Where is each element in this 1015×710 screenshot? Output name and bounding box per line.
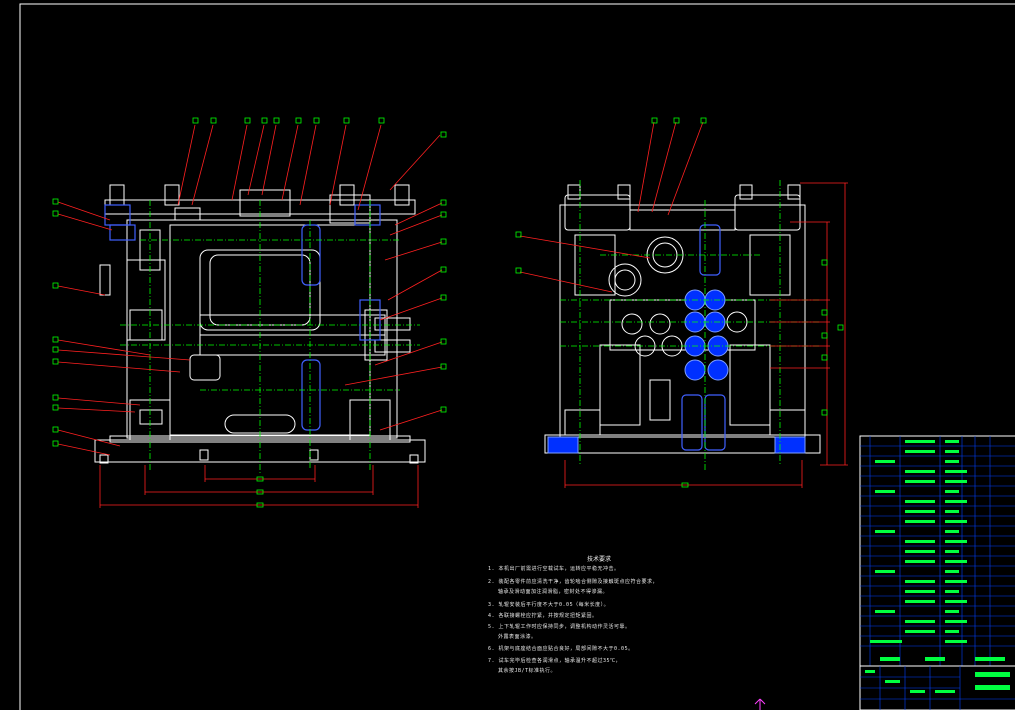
technical-note-line: 5. 上下轧辊工作时应保持同步，调整机构动作灵活可靠。 <box>488 624 631 630</box>
technical-note-line: 轴承及滑动面加注润滑脂，密封处不得渗漏。 <box>498 589 609 595</box>
technical-note-line: 2. 装配各零件前应清洗干净，齿轮啮合侧隙及接触斑点应符合要求， <box>488 579 659 585</box>
technical-note-line: 7. 试车完毕后检查各润滑点，轴承温升不超过35℃， <box>488 658 622 664</box>
technical-note-line: 外露表面涂漆。 <box>498 634 537 640</box>
side-view-balloons <box>515 117 844 488</box>
front-view-dimensions <box>99 465 419 508</box>
front-view-leaders <box>57 124 443 456</box>
side-view-rolls <box>547 289 806 454</box>
technical-note-line: 4. 各联接螺栓应拧紧，并按规定扭矩紧固。 <box>488 613 598 619</box>
side-elevation-view <box>544 184 821 454</box>
crosshair-cursor-icon <box>754 698 766 710</box>
front-view-balloons <box>52 117 447 508</box>
technical-note-line: 1. 本机出厂前需进行空载试车，运转应平稳无冲击。 <box>488 566 620 572</box>
front-view-centerlines <box>120 200 420 475</box>
side-view-centerlines <box>560 180 820 470</box>
parts-list-table <box>859 435 1015 710</box>
technical-note-line: 3. 轧辊安装后平行度不大于0.05（每米长度）。 <box>488 602 610 608</box>
front-view-hidden-details <box>104 204 381 431</box>
side-view-dimensions <box>564 182 848 488</box>
notes-title: 技术要求 <box>587 556 612 563</box>
technical-note-line: 其余按JB/T标准执行。 <box>498 668 557 674</box>
side-view-leaders <box>519 121 704 293</box>
technical-note-line: 6. 机架与底座结合面应贴合良好，局部间隙不大于0.05。 <box>488 646 634 652</box>
drawing-border <box>19 3 1015 710</box>
